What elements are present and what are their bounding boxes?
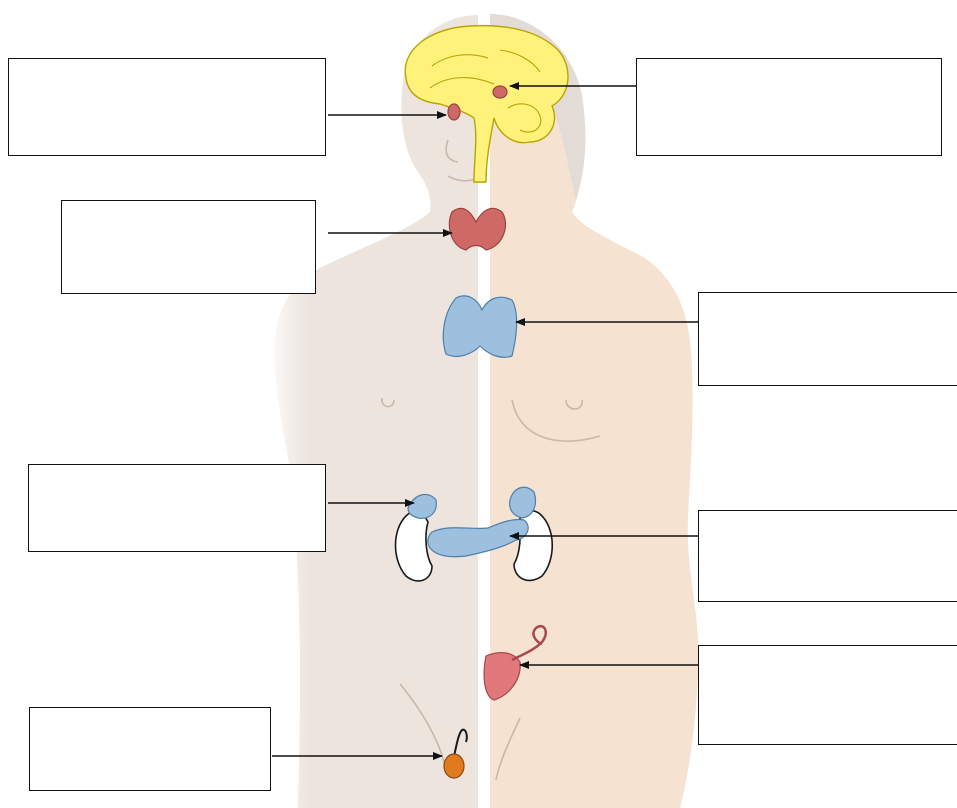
adrenal-gland-right (510, 487, 536, 518)
label-box-pancreas[interactable] (698, 510, 957, 602)
label-text-pituitary (9, 59, 325, 75)
label-text-testis (30, 708, 270, 724)
label-text-adrenal (29, 465, 325, 481)
label-box-adrenal[interactable] (28, 464, 326, 552)
label-text-ovary (699, 646, 957, 662)
label-text-thyroid (62, 201, 315, 217)
label-text-pancreas (699, 511, 957, 527)
label-box-thymus[interactable] (698, 292, 957, 386)
label-text-pineal (637, 59, 941, 75)
label-box-pituitary[interactable] (8, 58, 326, 156)
label-text-thymus (699, 293, 957, 309)
label-box-testis[interactable] (29, 707, 271, 791)
testis (444, 754, 464, 778)
label-box-thyroid[interactable] (61, 200, 316, 294)
label-box-pineal[interactable] (636, 58, 942, 156)
pituitary-gland (448, 104, 460, 120)
label-box-ovary[interactable] (698, 645, 957, 745)
pineal-gland (493, 86, 507, 98)
